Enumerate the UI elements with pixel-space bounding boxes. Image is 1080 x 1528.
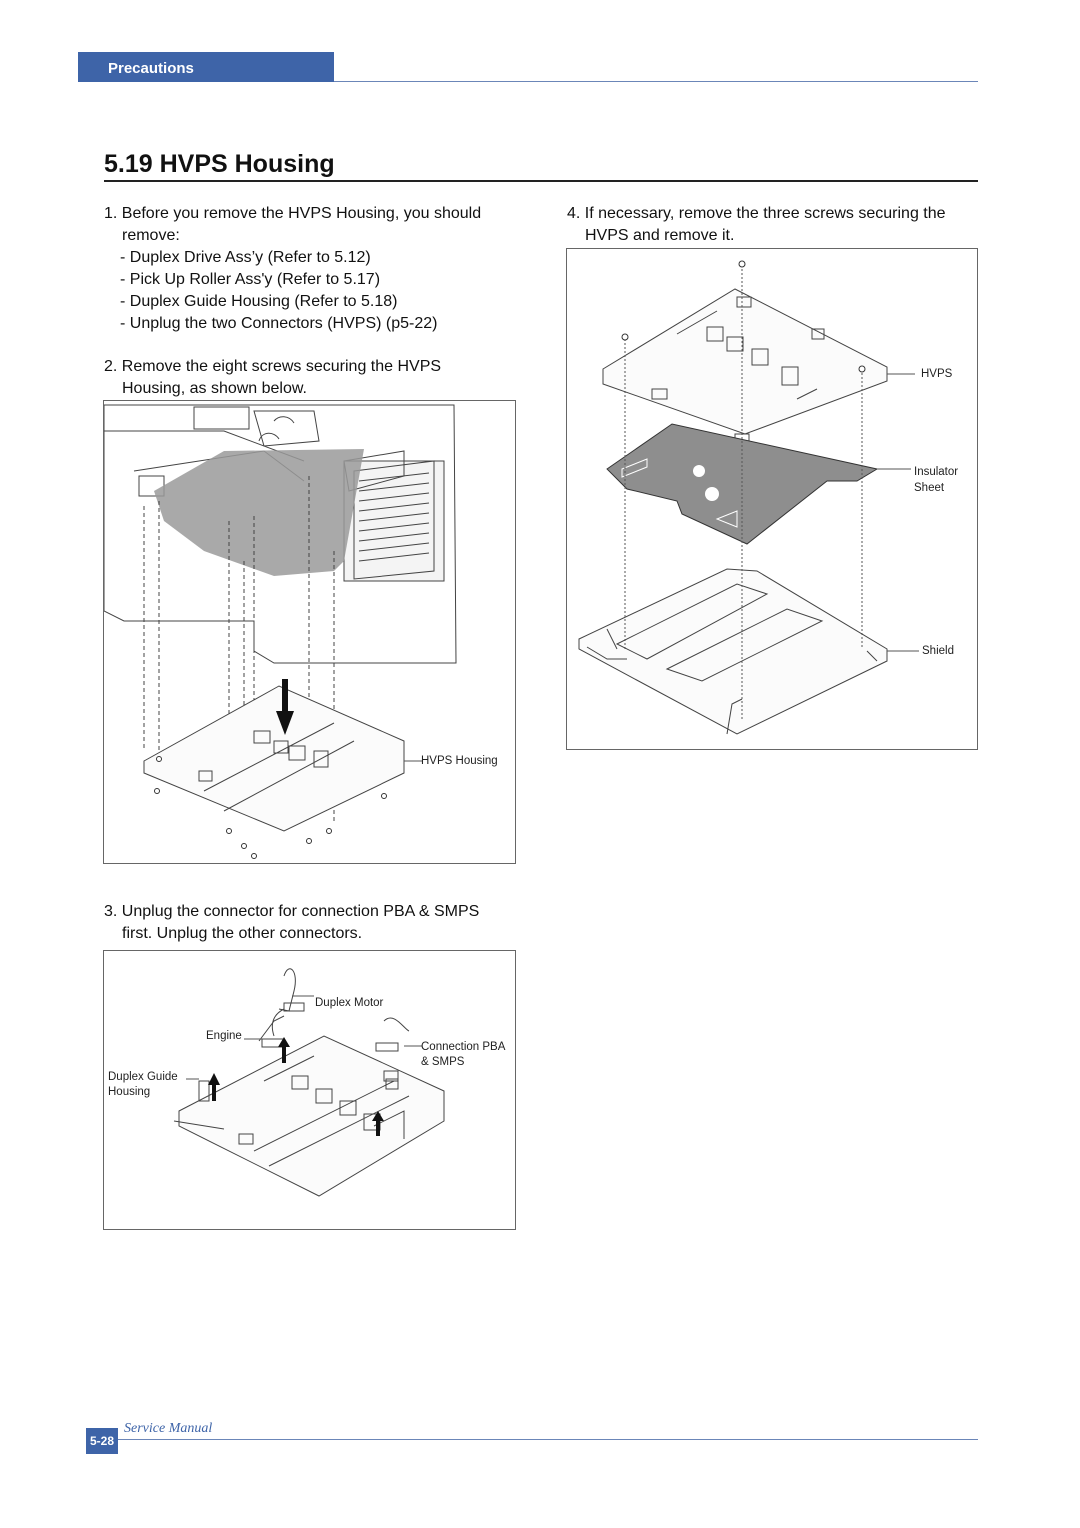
section-tab-label: Precautions (108, 60, 194, 77)
step-4-line-2: HVPS and remove it. (585, 227, 735, 244)
label-connection-pba: Connection PBA (421, 1041, 506, 1053)
label-shield: Shield (922, 645, 954, 657)
label-hvps-housing: HVPS Housing (421, 755, 498, 767)
page-number: 5-28 (86, 1428, 118, 1454)
label-duplex-motor: Duplex Motor (315, 997, 384, 1009)
printer-exploded-illustration (104, 404, 457, 859)
step-4-line-1: 4. If necessary, remove the three screws… (567, 205, 946, 222)
section-tab: Precautions (78, 52, 334, 82)
figure-hvps-housing-removal: HVPS Housing (103, 400, 516, 864)
manual-name: Service Manual (124, 1421, 213, 1436)
step-3-line-2: first. Unplug the other connectors. (122, 925, 363, 942)
step-1-line-2: remove: (122, 227, 180, 244)
hvps-stack-illustration (578, 260, 919, 735)
label-duplex-guide-housing: Housing (108, 1086, 151, 1098)
label-connection-smps: & SMPS (421, 1056, 465, 1068)
step-1-item: - Duplex Guide Housing (Refer to 5.18) (120, 293, 398, 310)
step-2-line-2: Housing, as shown below. (122, 380, 307, 397)
step-1-item: - Pick Up Roller Ass'y (Refer to 5.17) (120, 271, 381, 288)
step-3-line-1: 3. Unplug the connector for connection P… (104, 903, 480, 920)
figure-connector-unplug: Duplex Motor Engine Connection PBA & SMP… (103, 950, 516, 1230)
step-1-item: - Unplug the two Connectors (HVPS) (p5-2… (120, 315, 438, 332)
figure-hvps-exploded: HVPS Insulator Sheet Shield (566, 248, 978, 750)
board-connectors-illustration (173, 968, 445, 1197)
label-insulator-sheet: Sheet (914, 482, 945, 494)
title-rule (104, 180, 978, 182)
label-engine: Engine (206, 1030, 242, 1042)
step-2-line-1: 2. Remove the eight screws securing the … (104, 358, 442, 375)
page-title: 5.19 HVPS Housing (104, 150, 335, 178)
footer-rule (118, 1439, 978, 1440)
step-1-line-1: 1. Before you remove the HVPS Housing, y… (104, 205, 482, 222)
step-1-item: - Duplex Drive Ass’y (Refer to 5.12) (120, 249, 371, 266)
header-rule (334, 81, 978, 82)
label-insulator: Insulator (914, 466, 959, 478)
label-hvps: HVPS (921, 368, 953, 380)
label-duplex-guide: Duplex Guide (108, 1071, 178, 1083)
